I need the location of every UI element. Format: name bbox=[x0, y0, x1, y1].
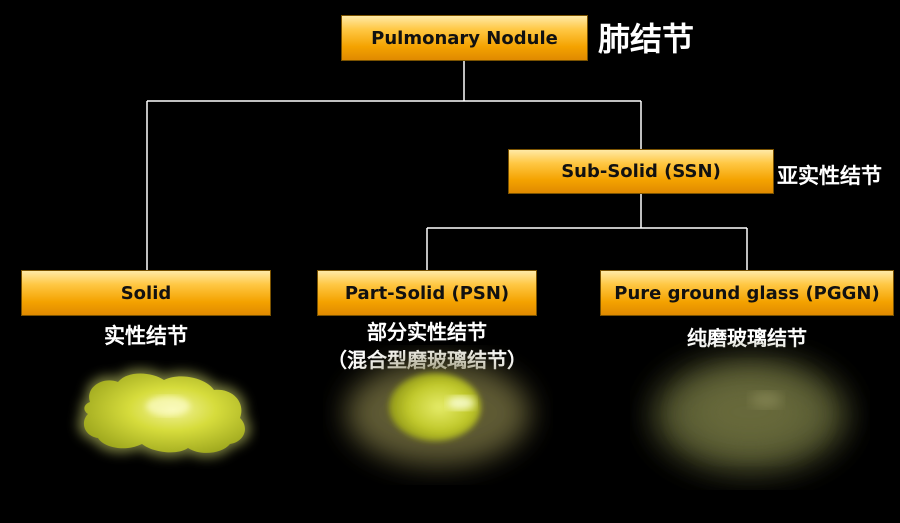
partsolid-nodule-image bbox=[346, 361, 530, 465]
solid-node-label: Solid bbox=[120, 282, 172, 304]
solid-node-box: Solid bbox=[21, 270, 271, 316]
root-node-box: Pulmonary Nodule bbox=[341, 15, 588, 61]
subsolid-node-zh-label: 亚实性结节 bbox=[777, 164, 882, 188]
root-node-label: Pulmonary Nodule bbox=[371, 27, 558, 49]
partsolid-node-box: Part-Solid (PSN) bbox=[317, 270, 537, 316]
pggn-nodule-image bbox=[654, 359, 846, 471]
partsolid-node-label: Part-Solid (PSN) bbox=[344, 282, 510, 304]
solid-nodule-image bbox=[78, 369, 251, 457]
subsolid-node-box: Sub-Solid (SSN) bbox=[508, 149, 774, 194]
solid-node-zh-label: 实性结节 bbox=[104, 324, 188, 348]
subsolid-node-label: Sub-Solid (SSN) bbox=[561, 161, 721, 182]
pggn-node-zh-label: 纯磨玻璃结节 bbox=[687, 326, 807, 350]
pggn-node-label: Pure ground glass (PGGN) bbox=[614, 282, 880, 304]
partsolid-node-zh-label-1: 部分实性结节 bbox=[367, 320, 487, 344]
pggn-node-box: Pure ground glass (PGGN) bbox=[600, 270, 894, 316]
root-node-zh-label: 肺结节 bbox=[598, 20, 695, 58]
